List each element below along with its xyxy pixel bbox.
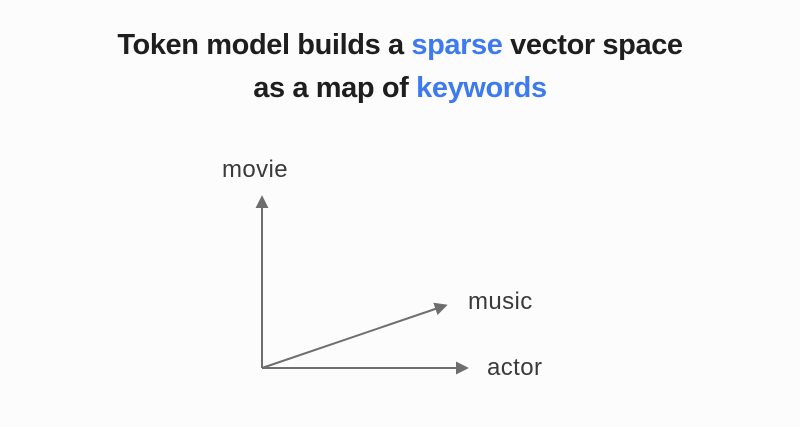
axis-label-music: music: [468, 288, 533, 315]
title-highlight-keywords: keywords: [416, 72, 547, 104]
music-vector-arrow: [261, 302, 448, 369]
axis-label-movie: movie: [222, 156, 289, 183]
title-segment: vector space: [502, 29, 683, 61]
title-line-1: Token model builds a sparse vector space: [117, 29, 683, 61]
title-segment: Token model builds a: [117, 29, 412, 61]
title-segment: as a map of: [253, 72, 417, 104]
title-line-2: as a map of keywords: [253, 72, 547, 104]
title-highlight-sparse: sparse: [411, 29, 503, 61]
axis-label-actor: actor: [487, 354, 543, 381]
page-title: Token model builds a sparse vector space…: [0, 24, 800, 110]
